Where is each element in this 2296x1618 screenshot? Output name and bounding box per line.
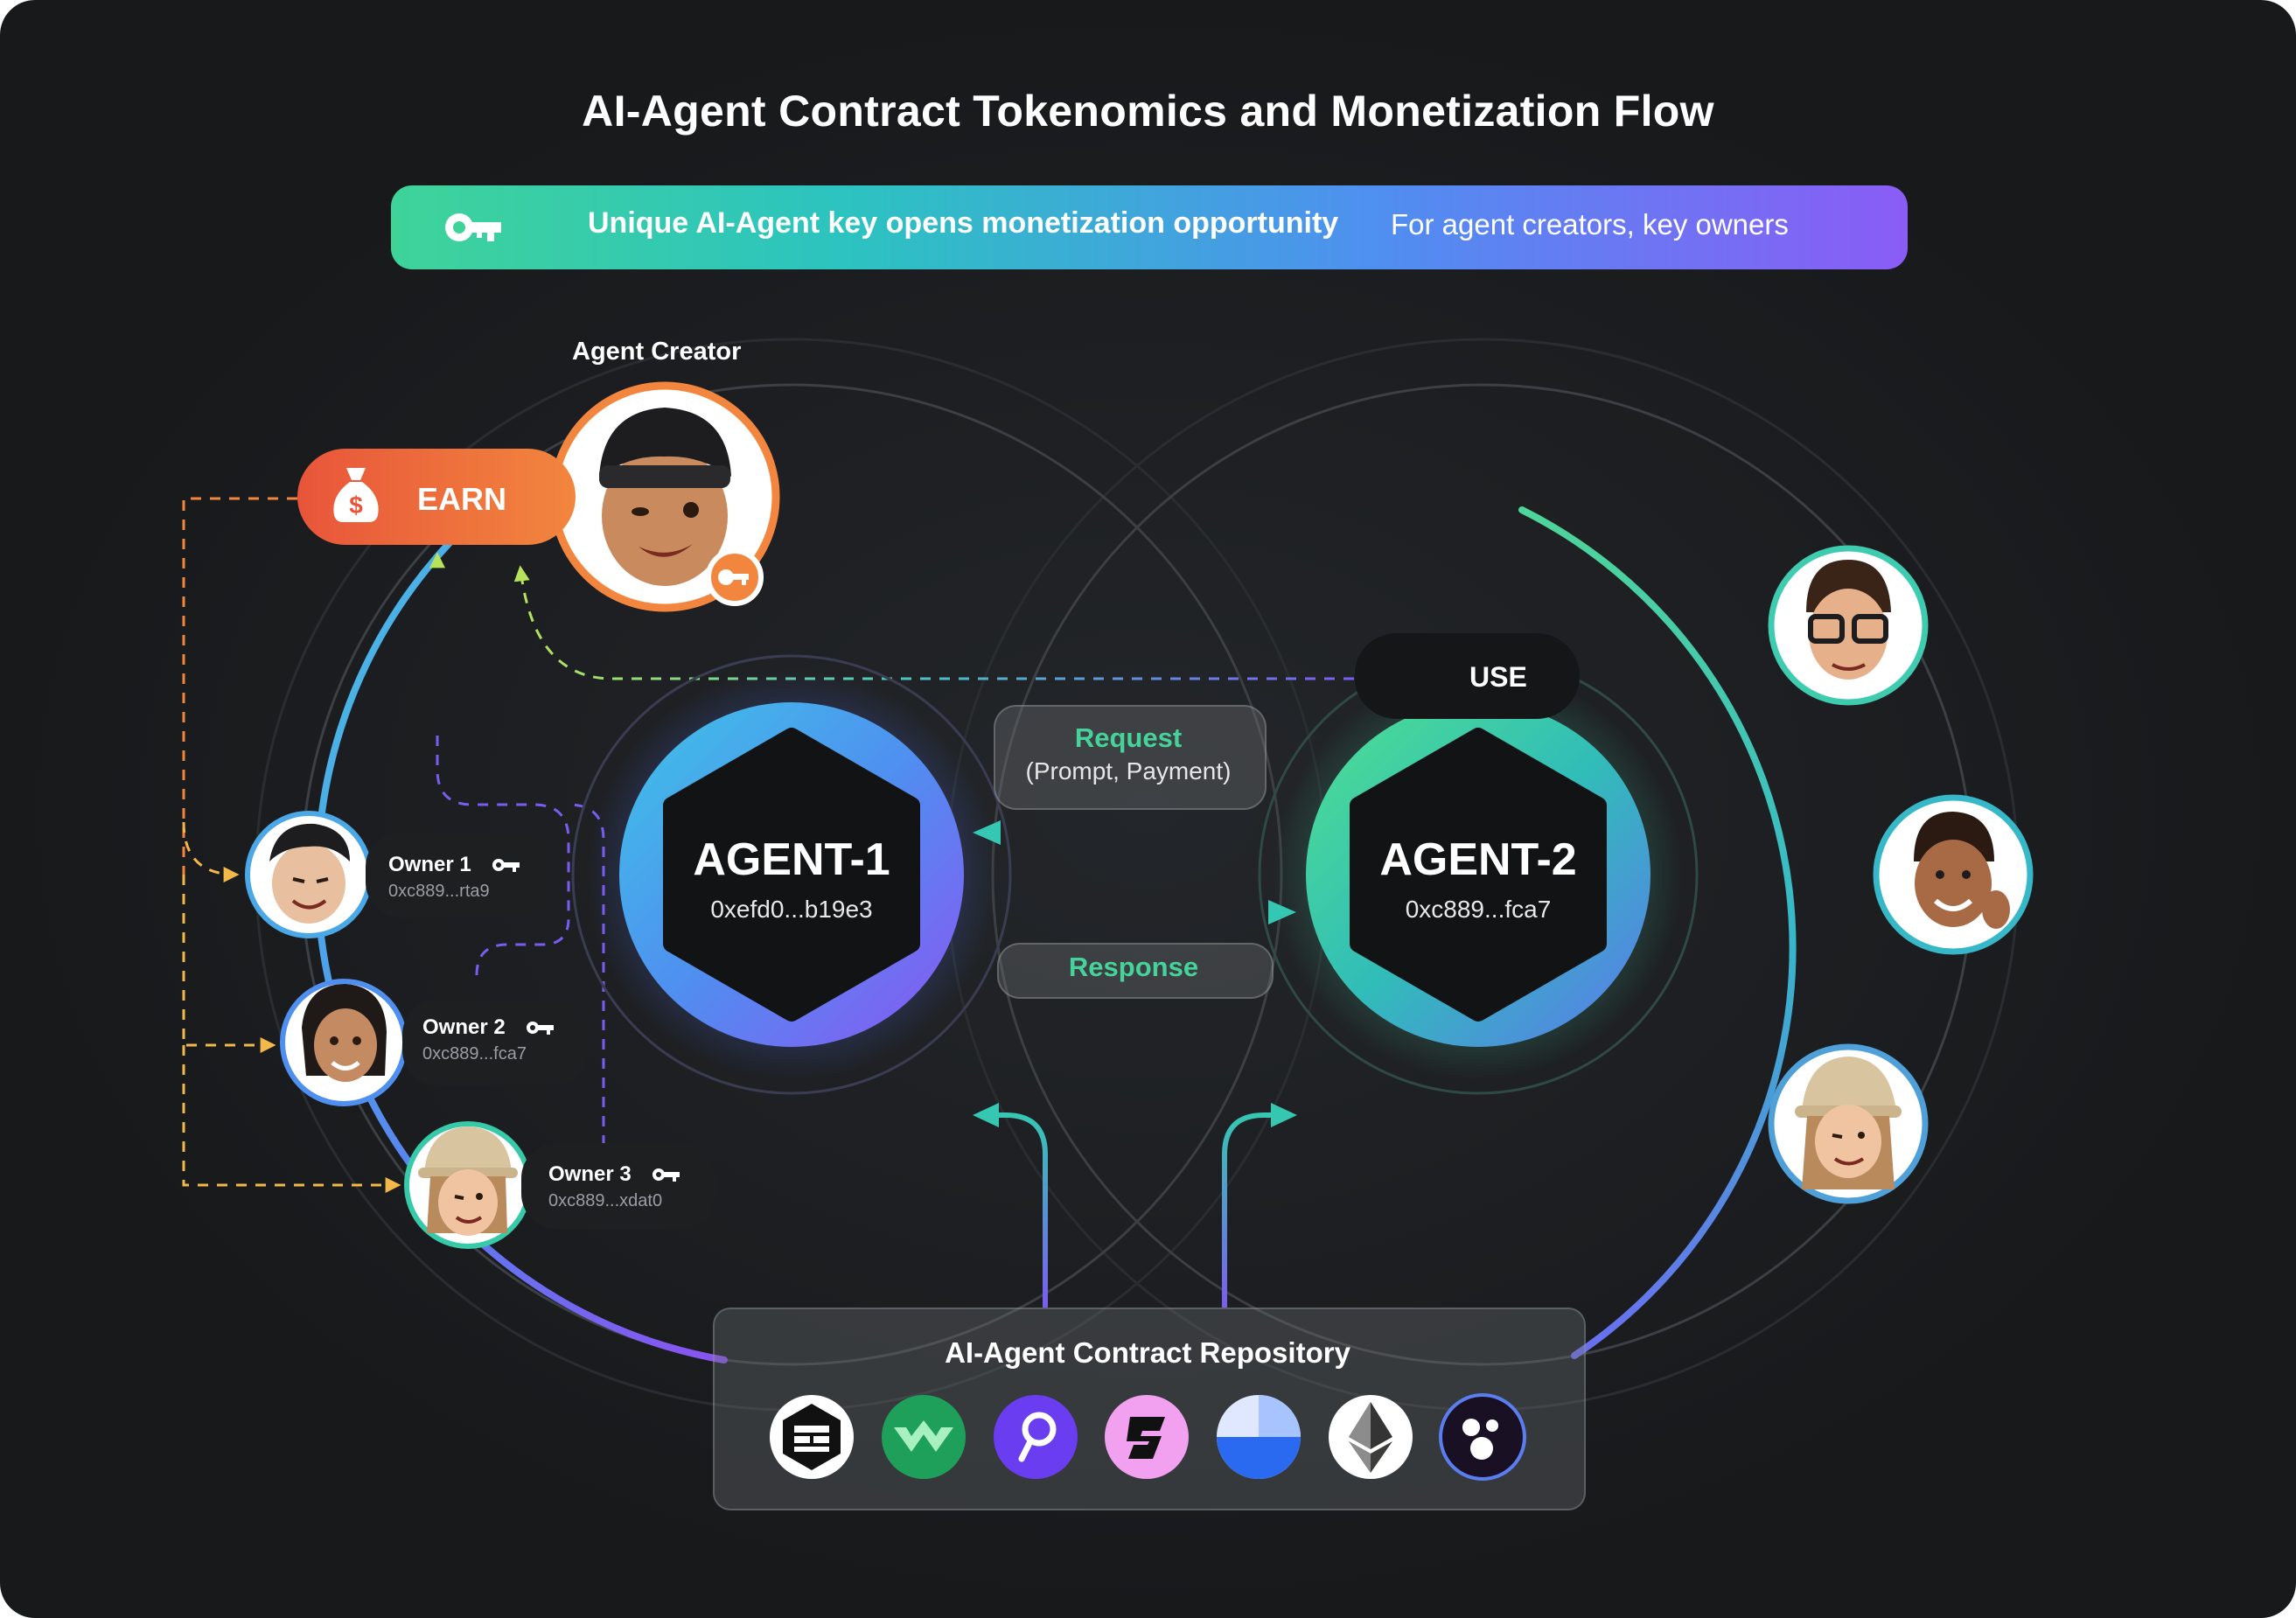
user1-face-icon [1806, 560, 1891, 680]
svg-text:$: $ [349, 492, 363, 519]
repo-to-agent1-arrow [993, 1112, 1048, 1308]
creator-key-icon [718, 569, 749, 585]
owner3-key-icon [653, 1168, 680, 1182]
banner-main-text: Unique AI-Agent key opens monetization o… [588, 206, 1339, 240]
request-box [994, 705, 1267, 810]
owner3-face-icon [418, 1126, 518, 1236]
earn-label: EARN [417, 481, 507, 517]
agent1-name: AGENT-1 [693, 834, 890, 885]
owner2-name: Owner 2 [422, 1015, 506, 1039]
owner3-pill [521, 1143, 715, 1229]
use-to-creator-line [513, 565, 1354, 680]
response-arrow-head [1268, 900, 1296, 924]
user2-face-icon [1914, 812, 2010, 929]
use-pill [1354, 633, 1580, 719]
agent2-name: AGENT-2 [1379, 834, 1577, 885]
request-label: Request [1074, 722, 1183, 753]
agent2-hexagon [1350, 728, 1607, 1022]
agent2-address: 0xc889...fca7 [1405, 896, 1552, 923]
earn-to-owner3-line [182, 1045, 401, 1193]
agent-creator-label: Agent Creator [572, 338, 742, 366]
repo-to-agent2-arrow [1222, 1112, 1277, 1308]
user-arc-right [1518, 506, 1797, 1359]
owner1-address: 0xc889...rta9 [388, 882, 490, 901]
agent1-halo [571, 654, 1012, 1095]
monetization-banner [391, 185, 1908, 269]
owner3-name: Owner 3 [548, 1162, 632, 1186]
owner2-address: 0xc889...fca7 [422, 1044, 527, 1064]
agent1-address: 0xefd0...b19e3 [710, 896, 873, 923]
repository-title: AI-Agent Contract Repository [945, 1336, 1350, 1369]
owner1-key-icon [492, 859, 520, 872]
banner-sub-text: For agent creators, key owners [1391, 208, 1789, 241]
earn-to-owner1-line [182, 821, 240, 882]
owner2-to-earn-line [436, 730, 570, 976]
owner2-pill [402, 1000, 588, 1085]
repo-to-agent1-arrow-head [973, 1103, 999, 1127]
request-arrow-head [973, 820, 1001, 845]
owner2-face-icon [302, 984, 387, 1082]
owner2-key-icon [527, 1022, 554, 1035]
owner1-name: Owner 1 [388, 853, 471, 876]
user3-face-icon [1795, 1057, 1902, 1189]
response-label: Response [1068, 952, 1199, 982]
owner1-face-icon [269, 823, 350, 924]
creator-face-icon [599, 408, 731, 586]
owner3-address: 0xc889...xdat0 [548, 1191, 663, 1210]
money-bag-icon: $ [333, 468, 379, 522]
page-title: AI-Agent Contract Tokenomics and Monetiz… [582, 87, 1714, 136]
key-icon [445, 213, 501, 241]
owner1-pill [366, 832, 556, 917]
repo-to-agent2-arrow-head [1271, 1103, 1297, 1127]
response-box [997, 943, 1274, 999]
use-label: USE [1469, 661, 1527, 693]
agent1-hexagon [663, 728, 920, 1022]
request-sub-label: (Prompt, Payment) [1025, 757, 1232, 785]
